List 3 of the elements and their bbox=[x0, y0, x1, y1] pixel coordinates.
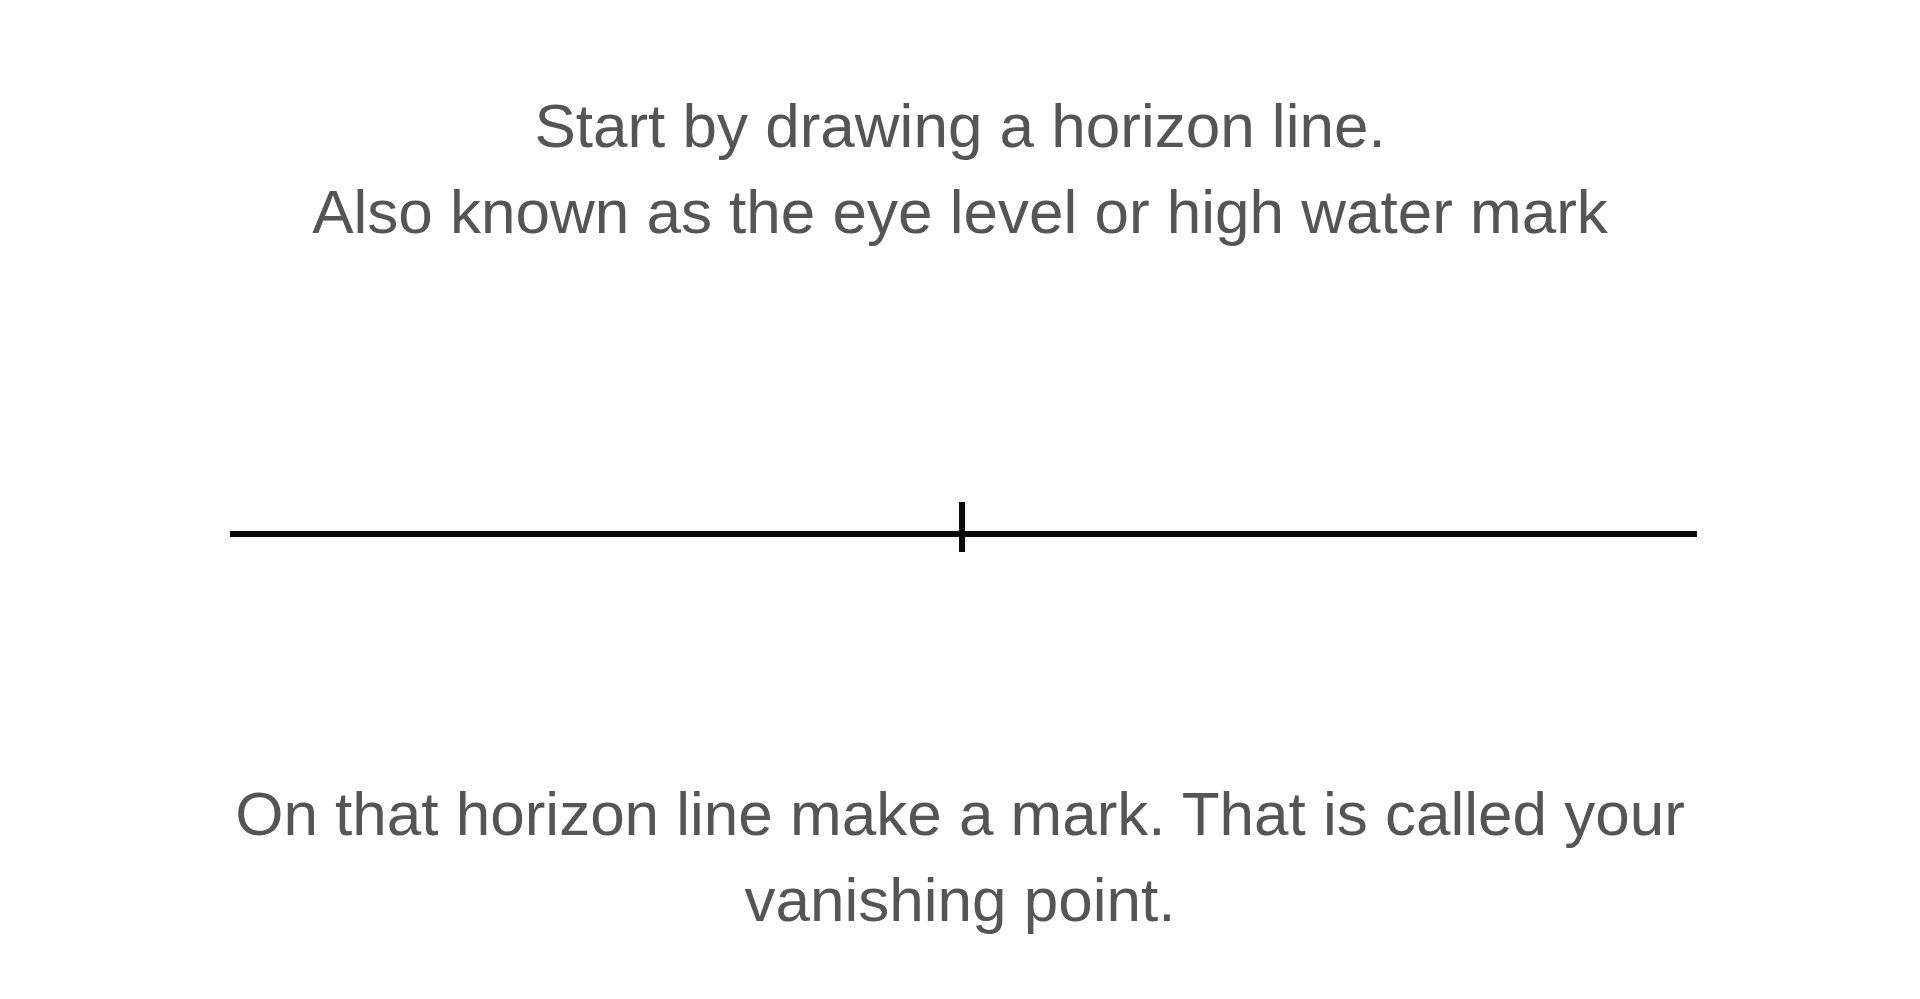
instruction-text: Start by drawing a horizon line. bbox=[533, 90, 1387, 162]
instruction-text: On that horizon line make a mark. That is called your vanishing point. bbox=[234, 778, 1686, 936]
instruction-text: Also known as the eye level or high water mark bbox=[311, 176, 1609, 248]
